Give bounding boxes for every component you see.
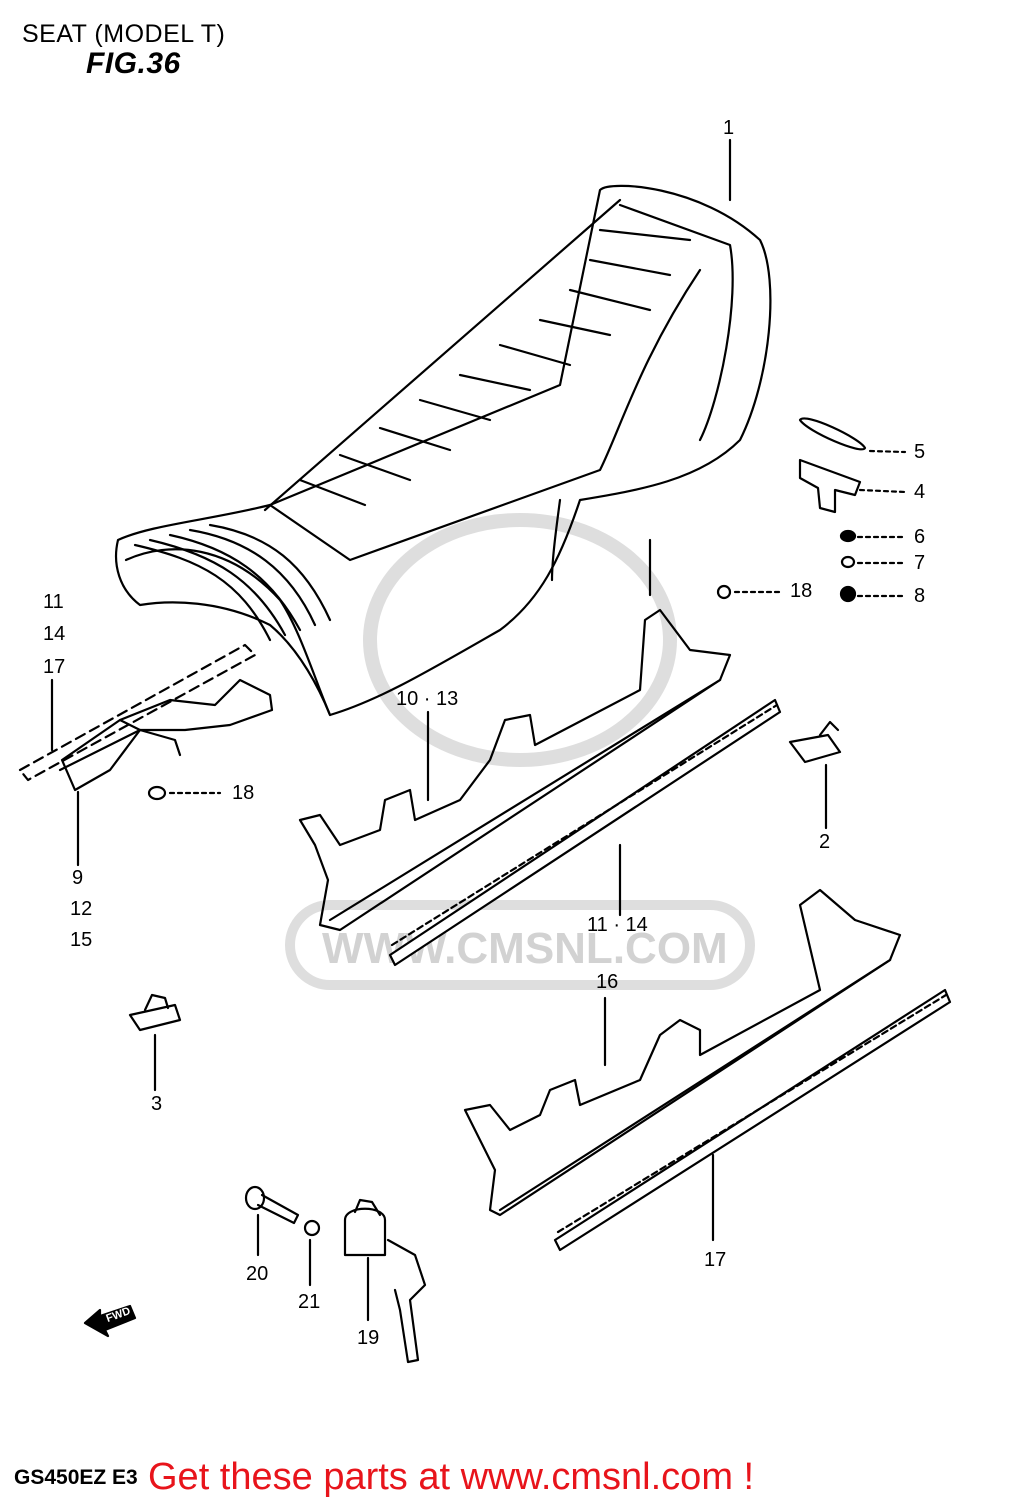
bolt-part-20 bbox=[244, 1185, 300, 1257]
callout-17-right: 17 bbox=[704, 1249, 727, 1271]
bracket-part-4 bbox=[798, 458, 907, 514]
washer-part-7 bbox=[840, 555, 907, 569]
callout-19: 19 bbox=[357, 1327, 380, 1349]
callout-15: 15 bbox=[70, 929, 93, 951]
bracket-part-5 bbox=[798, 417, 907, 454]
washer-part-6 bbox=[839, 529, 907, 543]
callout-9: 9 bbox=[72, 867, 84, 889]
page-title: SEAT (MODEL T) bbox=[22, 20, 226, 48]
callout-11-14: 11 · 14 bbox=[587, 914, 648, 936]
callout-17-left: 17 bbox=[43, 656, 66, 678]
clip-part-3 bbox=[128, 993, 182, 1092]
callout-20: 20 bbox=[246, 1263, 269, 1285]
seat-base-part-10-13 bbox=[298, 538, 732, 932]
callout-6: 6 bbox=[914, 526, 926, 548]
washer-part-21 bbox=[303, 1219, 321, 1287]
cta-link[interactable]: Get these parts at www.cmsnl.com ! bbox=[148, 1456, 755, 1498]
callout-18-upper: 18 bbox=[790, 580, 813, 602]
lock-part-19 bbox=[343, 1198, 427, 1364]
seat-base-part-16 bbox=[463, 888, 902, 1217]
clip-part-2 bbox=[788, 720, 842, 830]
callout-5: 5 bbox=[914, 441, 926, 463]
callout-3: 3 bbox=[151, 1093, 163, 1115]
watermark-logo bbox=[285, 513, 755, 990]
callout-12: 12 bbox=[70, 898, 93, 920]
callout-1: 1 bbox=[723, 117, 735, 139]
callout-18-lower: 18 bbox=[232, 782, 255, 804]
figure-number: FIG.36 bbox=[86, 47, 181, 80]
callout-10-13: 10 · 13 bbox=[396, 688, 459, 710]
callout-16: 16 bbox=[596, 971, 619, 993]
callout-21: 21 bbox=[298, 1291, 321, 1313]
fwd-arrow-icon bbox=[83, 1304, 137, 1338]
callout-8: 8 bbox=[914, 585, 926, 607]
callout-4: 4 bbox=[914, 481, 926, 503]
callout-2: 2 bbox=[819, 831, 831, 853]
callout-14: 14 bbox=[43, 623, 66, 645]
seat-part-1 bbox=[114, 184, 772, 717]
seat-rail-left bbox=[18, 643, 274, 867]
nut-part-18-lower bbox=[147, 785, 222, 801]
trim-strip-part-17 bbox=[553, 988, 952, 1252]
nut-part-18-upper bbox=[716, 584, 782, 600]
watermark-text: WWW.CMSNL.COM bbox=[322, 924, 728, 973]
callout-11: 11 bbox=[43, 591, 64, 613]
nut-part-8 bbox=[839, 585, 907, 603]
model-code: GS450EZ E3 bbox=[14, 1466, 138, 1489]
trim-strip-part-11-14 bbox=[388, 698, 782, 967]
callout-7: 7 bbox=[914, 552, 926, 574]
